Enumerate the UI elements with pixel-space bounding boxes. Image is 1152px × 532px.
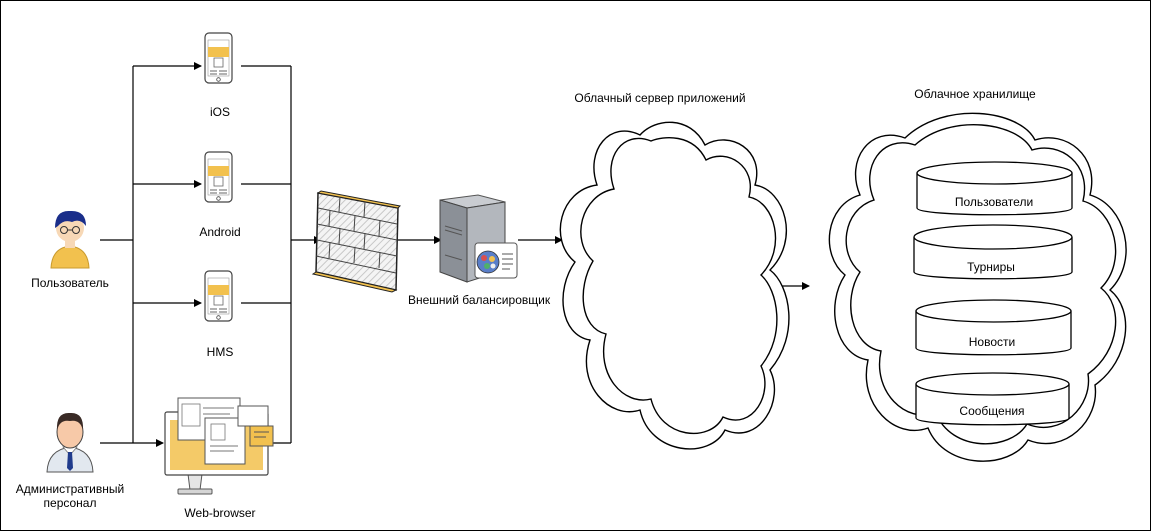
balancer-label: Внешний балансировщик <box>407 293 551 307</box>
load-balancer-server-icon <box>439 194 518 283</box>
user-avatar-icon <box>50 210 90 269</box>
admin-avatar-icon <box>46 412 94 473</box>
app-server-label: Облачный сервер приложений <box>574 91 746 105</box>
db-cylinder-users <box>916 161 1073 216</box>
android-label: Android <box>199 225 241 239</box>
ios-phone-icon <box>204 32 233 84</box>
storage-label: Облачное хранилище <box>914 87 1036 101</box>
ios-label: iOS <box>209 105 230 119</box>
user-label: Пользователь <box>31 276 109 290</box>
db-cylinder-tournaments <box>913 224 1073 280</box>
db-label-news: Новости <box>968 335 1016 349</box>
admin-label-line1: Административный <box>15 482 125 496</box>
db-cylinder-messages <box>915 372 1070 426</box>
connectors <box>100 62 810 447</box>
db-cylinder-news <box>915 299 1072 356</box>
web-browser-label: Web-browser <box>184 506 256 520</box>
db-label-messages: Сообщения <box>959 404 1025 418</box>
firewall-icon <box>311 190 402 293</box>
android-phone-icon <box>204 151 233 203</box>
web-browser-icon <box>164 397 274 495</box>
hms-label: HMS <box>206 345 234 359</box>
db-label-tournaments: Турниры <box>967 260 1015 274</box>
app-server-cloud <box>559 121 790 450</box>
db-label-users: Пользователи <box>954 195 1034 209</box>
admin-label-line2: персонал <box>43 496 97 510</box>
hms-phone-icon <box>204 270 233 322</box>
